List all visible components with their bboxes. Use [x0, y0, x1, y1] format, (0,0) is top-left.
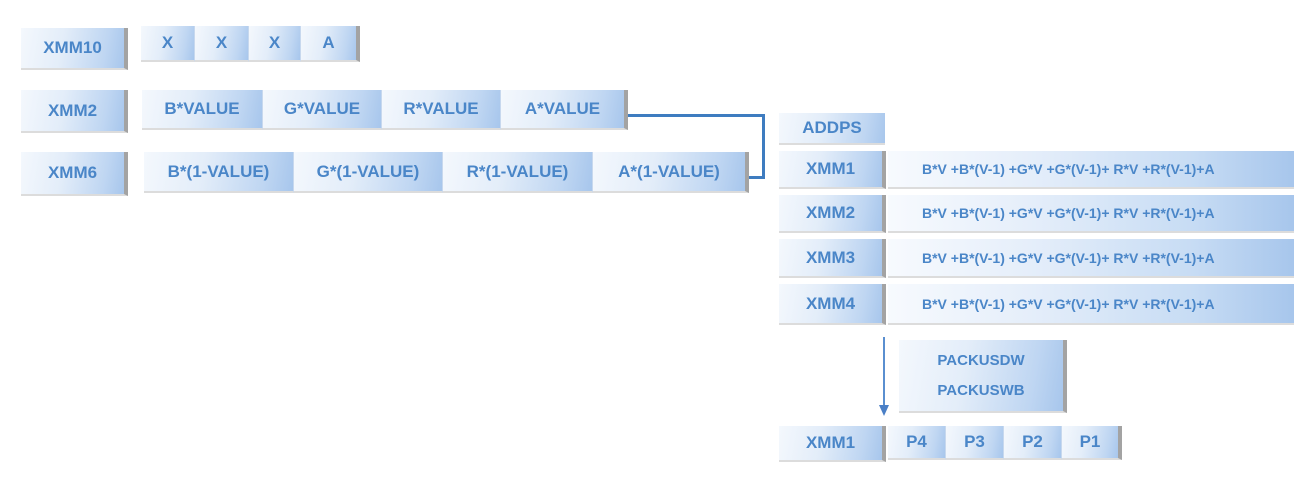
- connector-vertical: [762, 114, 765, 179]
- result-row-2-formula: B*V +B*(V-1) +G*V +G*(V-1)+ R*V +R*(V-1)…: [888, 239, 1294, 278]
- final-slot-p4: P4: [888, 426, 946, 460]
- xmm2-slot-3: A*VALUE: [501, 90, 628, 130]
- xmm10-label: XMM10: [21, 28, 128, 70]
- result-row-3-formula: B*V +B*(V-1) +G*V +G*(V-1)+ R*V +R*(V-1)…: [888, 284, 1294, 325]
- result-row-1-label: XMM2: [779, 195, 886, 233]
- xmm10-slot-0: X: [141, 26, 195, 62]
- result-row-3-label: XMM4: [779, 284, 886, 325]
- xmm6-slot-3: A*(1-VALUE): [593, 152, 749, 193]
- xmm6-slot-0: B*(1-VALUE): [144, 152, 294, 193]
- xmm10-slot-3: A: [301, 26, 360, 62]
- result-row-2-label: XMM3: [779, 239, 886, 278]
- xmm2-slot-1: G*VALUE: [263, 90, 382, 130]
- result-row-0-label: XMM1: [779, 151, 886, 189]
- result-row-0-formula: B*V +B*(V-1) +G*V +G*(V-1)+ R*V +R*(V-1)…: [888, 151, 1294, 189]
- final-slot-p3: P3: [946, 426, 1004, 460]
- xmm2-slot-2: R*VALUE: [382, 90, 501, 130]
- xmm2-label: XMM2: [21, 90, 128, 133]
- final-xmm1-label: XMM1: [779, 426, 886, 462]
- xmm10-slot-2: X: [249, 26, 301, 62]
- packuswb-label: PACKUSWB: [937, 381, 1025, 399]
- addps-label: ADDPS: [779, 113, 885, 145]
- xmm10-slot-1: X: [195, 26, 249, 62]
- pack-ops-box: PACKUSDW PACKUSWB: [899, 340, 1067, 413]
- xmm6-slot-1: G*(1-VALUE): [294, 152, 443, 193]
- xmm6-label: XMM6: [21, 152, 128, 196]
- connector-top: [628, 114, 765, 117]
- result-row-1-formula: B*V +B*(V-1) +G*V +G*(V-1)+ R*V +R*(V-1)…: [888, 195, 1294, 233]
- down-arrow-line: [883, 337, 885, 407]
- down-arrow-icon: [879, 405, 889, 416]
- xmm6-slot-2: R*(1-VALUE): [443, 152, 593, 193]
- connector-bottom: [749, 176, 765, 179]
- final-slot-p1: P1: [1062, 426, 1122, 460]
- packusdw-label: PACKUSDW: [937, 352, 1025, 370]
- final-slot-p2: P2: [1004, 426, 1062, 460]
- xmm2-slot-0: B*VALUE: [142, 90, 263, 130]
